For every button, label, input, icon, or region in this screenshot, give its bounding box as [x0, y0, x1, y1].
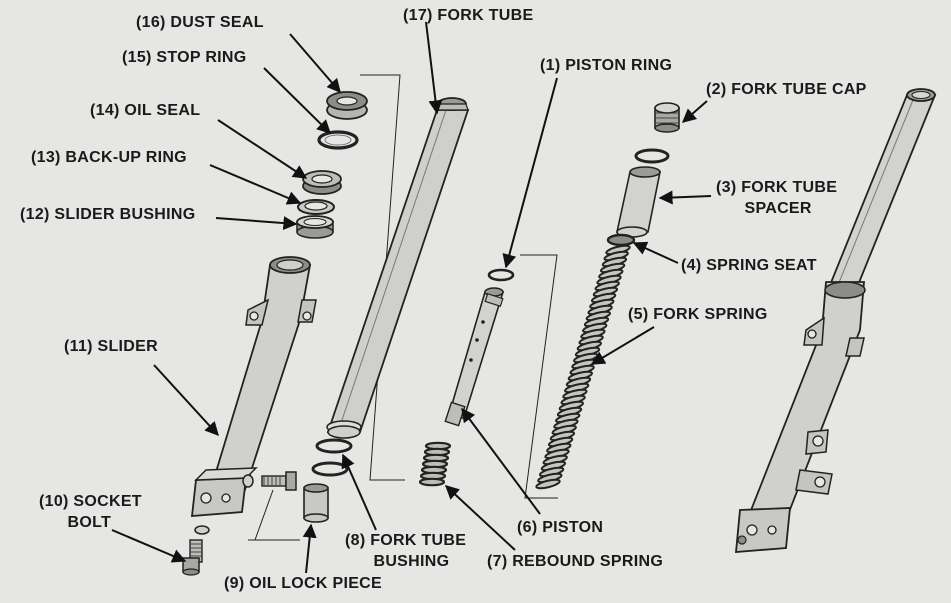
label-spring-seat: (4) SPRING SEAT [681, 257, 817, 274]
label-piston-ring: (1) PISTON RING [540, 57, 673, 74]
assembled-fork [735, 88, 937, 553]
label-stop-ring: (15) STOP RING [122, 49, 247, 66]
fork-tube-cap-part [654, 102, 680, 133]
oil-lock-piece-part [303, 483, 329, 523]
back-up-ring-part [297, 199, 335, 215]
stop-ring-part [317, 130, 359, 150]
label-piston: (6) PISTON [517, 519, 604, 536]
piston-part [444, 268, 515, 427]
label-dust-seal: (16) DUST SEAL [136, 14, 264, 31]
fork-spring-part [535, 244, 631, 490]
label-back-up-ring: (13) BACK-UP RING [31, 149, 187, 166]
slider-bushing-part [296, 215, 334, 239]
label-fork-tube-spacer: (3) FORK TUBE SPACER [716, 179, 838, 217]
label-fork-tube-bushing: (8) FORK TUBE BUSHING [345, 532, 467, 570]
cap-o-ring-part [634, 148, 670, 164]
slider-part [190, 256, 317, 517]
label-oil-seal: (14) OIL SEAL [90, 102, 201, 119]
label-fork-tube: (17) FORK TUBE [403, 7, 534, 24]
fork-tube-part [326, 97, 470, 439]
fork-tube-spacer-part [616, 166, 661, 238]
dust-seal-part [326, 91, 368, 120]
label-rebound-spring: (7) REBOUND SPRING [487, 553, 664, 570]
label-slider-bushing: (12) SLIDER BUSHING [20, 206, 196, 223]
rebound-spring-part [418, 441, 452, 487]
axle-bolt-part [242, 471, 297, 491]
socket-bolt-part [182, 525, 210, 576]
label-slider: (11) SLIDER [64, 338, 158, 355]
spring-seat-part [606, 233, 636, 247]
label-fork-spring: (5) FORK SPRING [628, 306, 768, 323]
fork-tube-bushing-part [311, 438, 353, 477]
leader-lines [111, 21, 712, 574]
oil-seal-part [302, 170, 342, 195]
label-oil-lock-piece: (9) OIL LOCK PIECE [224, 575, 383, 592]
label-socket-bolt: (10) SOCKET BOLT [39, 493, 142, 531]
label-fork-tube-cap: (2) FORK TUBE CAP [706, 81, 867, 98]
fork-spring-coil [535, 478, 561, 490]
